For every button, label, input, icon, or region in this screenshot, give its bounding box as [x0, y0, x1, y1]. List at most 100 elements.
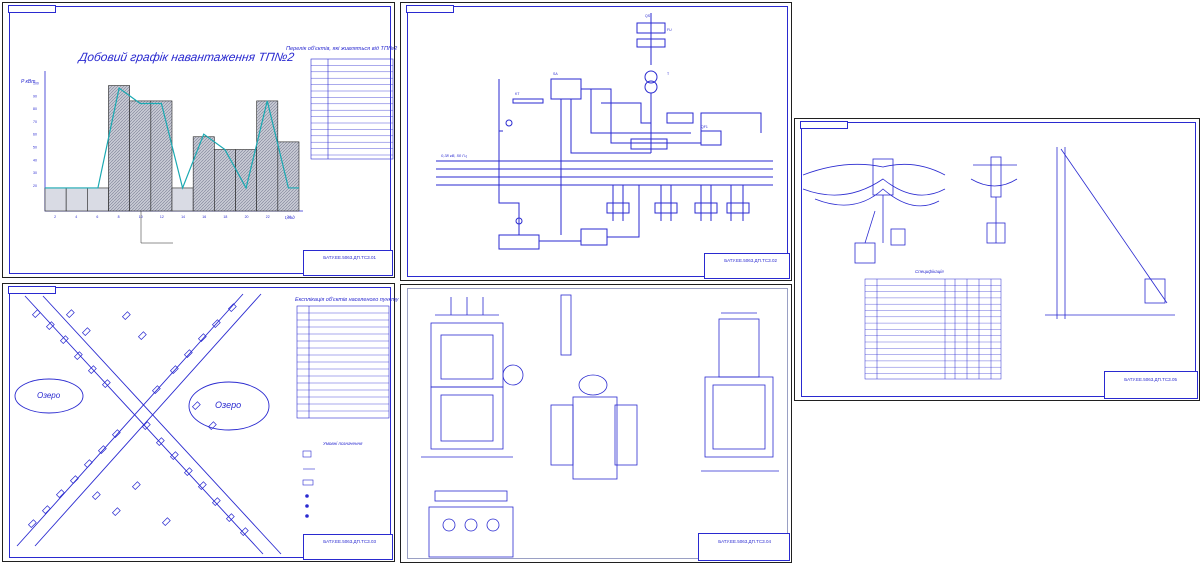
- y-tick-label: 20: [33, 184, 37, 188]
- bar: [150, 100, 173, 212]
- house: [197, 481, 207, 491]
- x-tick-label: 24: [287, 215, 291, 219]
- house: [101, 379, 111, 389]
- drawing-frame: [801, 122, 1196, 397]
- house: [211, 319, 221, 329]
- objects-legend-table: [310, 58, 394, 160]
- objects-legend-title: Перелік об'єктів, які живляться від ТП№2: [286, 46, 398, 52]
- x-tick-label: 4: [75, 215, 77, 219]
- x-tick-label: 10: [139, 215, 143, 219]
- house: [73, 351, 83, 361]
- house: [183, 467, 193, 477]
- drawing-frame: [9, 6, 391, 274]
- house: [227, 303, 237, 313]
- x-tick-label: 18: [223, 215, 227, 219]
- house: [45, 321, 55, 331]
- house: [69, 475, 79, 485]
- bar: [277, 141, 300, 212]
- sheet-stamp: [800, 121, 848, 129]
- house: [207, 421, 217, 431]
- house: [155, 437, 165, 447]
- house: [83, 459, 93, 469]
- y-tick-label: 90: [33, 94, 37, 98]
- x-tick-label: 6: [96, 215, 98, 219]
- lake-right-label: Озеро: [215, 400, 242, 410]
- house: [27, 519, 37, 529]
- y-tick-label: 80: [33, 107, 37, 111]
- drawing-frame: [407, 288, 788, 559]
- single-line-diagram: QS FU T KT SA QF1: [436, 13, 773, 250]
- load-line: [45, 87, 299, 190]
- sheet-electrical-scheme[interactable]: 0,38 кВ, 50 Гц: [400, 2, 792, 281]
- house: [183, 349, 193, 359]
- house: [161, 517, 171, 527]
- sheet-substation-layout[interactable]: БАТУ.ЕЕ.5063.ДП.ТСЗ.04: [400, 284, 792, 563]
- site-legend-title: Експлікація об'єктів населеного пункту: [295, 297, 399, 303]
- x-axis-label: t,год: [285, 215, 295, 220]
- sheet-pole-mounting[interactable]: Специфікація БАТУ.ЕЕ.5063.ДП.ТСЗ.05: [794, 118, 1200, 401]
- y-tick-label: 70: [33, 120, 37, 124]
- settlement-plan: [14, 293, 390, 555]
- house: [141, 421, 151, 431]
- house: [41, 505, 51, 515]
- house: [65, 309, 75, 319]
- house: [191, 401, 201, 411]
- title-block: [704, 253, 790, 279]
- title-block-code: БАТУ.ЕЕ.5063.ДП.ТСЗ.01: [323, 255, 376, 260]
- x-tick-label: 22: [266, 215, 270, 219]
- pole-mounting-drawing: [802, 147, 1175, 380]
- title-block-code: БАТУ.ЕЕ.5063.ДП.ТСЗ.03: [323, 539, 376, 544]
- svg-text:KT: KT: [515, 92, 520, 96]
- house: [55, 489, 65, 499]
- svg-text:SA: SA: [553, 72, 558, 76]
- house: [197, 333, 207, 343]
- house: [169, 451, 179, 461]
- drawing-frame: [407, 6, 788, 277]
- y-tick-label: 30: [33, 171, 37, 175]
- y-axis-label: P кВт: [21, 79, 36, 85]
- house: [239, 527, 249, 537]
- title-block: [303, 250, 393, 276]
- x-tick-label: 12: [160, 215, 164, 219]
- house: [211, 497, 221, 507]
- house: [225, 513, 235, 523]
- house: [81, 327, 91, 337]
- y-tick-label: 60: [33, 133, 37, 137]
- title-block-code: БАТУ.ЕЕ.5063.ДП.ТСЗ.04: [718, 539, 771, 544]
- sheet-site-plan[interactable]: Озеро Озеро Експлікація об'єктів населен…: [2, 283, 399, 562]
- sheet-stamp: [406, 5, 454, 13]
- svg-text:QF1: QF1: [701, 125, 708, 129]
- y-tick-label: 50: [33, 146, 37, 150]
- svg-text:QS: QS: [645, 14, 651, 18]
- lake-left-label: Озеро: [37, 391, 61, 400]
- house: [151, 385, 161, 395]
- sheet-load-graph[interactable]: Добовий графік навантаження ТП№2 Перелік…: [2, 2, 398, 278]
- y-tick-label: 40: [33, 158, 37, 162]
- x-tick-label: 20: [245, 215, 249, 219]
- house: [131, 481, 141, 491]
- spec-caption: Специфікація: [915, 269, 944, 274]
- house: [111, 429, 121, 439]
- sheet-stamp: [8, 5, 56, 13]
- title-block: [303, 534, 393, 560]
- dimension-mark: [140, 211, 173, 244]
- svg-text:T: T: [667, 72, 670, 76]
- house: [137, 331, 147, 341]
- title-block-code: БАТУ.ЕЕ.5063.ДП.ТСЗ.05: [1124, 377, 1177, 382]
- house: [121, 311, 131, 321]
- x-tick-label: 14: [181, 215, 185, 219]
- x-tick-label: 16: [202, 215, 206, 219]
- bus-label: 0,38 кВ, 50 Гц: [441, 153, 467, 158]
- symbols-title: Умовні позначення: [323, 441, 363, 446]
- title-block: [1104, 371, 1198, 399]
- title-block-code: БАТУ.ЕЕ.5063.ДП.ТСЗ.02: [724, 258, 777, 263]
- title-block: [698, 533, 790, 561]
- sheet-stamp: [8, 286, 56, 294]
- house: [97, 445, 107, 455]
- house: [111, 507, 121, 517]
- svg-text:FU: FU: [667, 28, 672, 32]
- x-tick-label: 8: [118, 215, 120, 219]
- house: [87, 365, 97, 375]
- y-tick-label: 100: [33, 82, 39, 86]
- x-tick-label: 2: [54, 215, 56, 219]
